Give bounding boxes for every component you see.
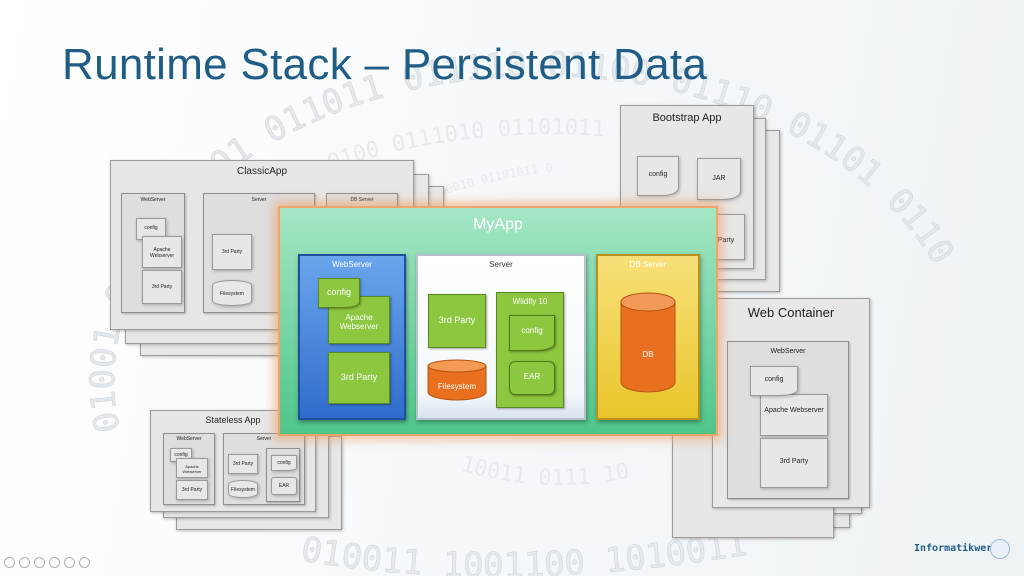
classic-webserver-label: WebServer [140, 197, 166, 203]
classic-filesystem-label: Filesystem [220, 291, 244, 297]
classic-server-3rdparty-label: 3rd Party [221, 249, 243, 255]
myapp-config-label: config [326, 287, 352, 297]
myapp-server-3rdparty-label: 3rd Party [438, 315, 476, 325]
slides-grid-icon[interactable] [49, 557, 60, 568]
myapp-db-cylinder [620, 292, 676, 393]
myapp-3rdparty-label: 3rd Party [340, 372, 378, 382]
classic-server-3rdparty: 3rd Party [212, 234, 252, 270]
web-container-box: Web Container WebServer Apache Webserver… [712, 298, 870, 508]
stateless-filesystem-label: Filesystem [231, 487, 255, 493]
classic-app-title: ClassicApp [236, 166, 288, 177]
myapp-db-server-label: DB Server [629, 260, 667, 269]
next-slide-icon[interactable] [19, 557, 30, 568]
binary-bottom2-text: 10011 0111 10 [458, 452, 631, 491]
wc-apache-box: Apache Webserver [760, 394, 828, 436]
stateless-3rdparty-label: 3rd Party [181, 487, 203, 493]
classic-filesystem: Filesystem [212, 280, 252, 306]
stateless-server-3rdparty-label: 3rd Party [232, 461, 254, 467]
stateless-webserver-box: WebServer config Apache Webserver 3rd Pa… [163, 433, 215, 505]
myapp-config-doc: config [318, 278, 360, 308]
myapp-wildfly-config-doc: config [509, 315, 555, 351]
myapp-wildfly-box: Wildfly 10 config EAR [496, 292, 564, 408]
bootstrap-app-title: Bootstrap App [652, 112, 722, 124]
wc-apache-label: Apache Webserver [764, 407, 824, 414]
logo-globe-icon [990, 539, 1010, 559]
wc-config-label: config [764, 376, 784, 383]
myapp-apache-label: Apache Webserver [339, 313, 379, 331]
myapp-db-server-box: DB Server DB [596, 254, 700, 420]
bootstrap-config-label: config [648, 171, 668, 178]
myapp-wildfly-label: Wildfly 10 [512, 297, 548, 306]
stateless-ear-box: EAR [271, 477, 297, 495]
myapp-webserver-box: WebServer Apache Webserver config 3rd Pa… [298, 254, 406, 420]
stateless-config-label: config [174, 452, 188, 458]
stateless-3rdparty-box: 3rd Party [176, 480, 208, 500]
myapp-title: MyApp [473, 216, 523, 233]
classic-3rdparty-label: 3rd Party [151, 284, 173, 290]
stateless-apache-label: Apache Webserver [182, 464, 202, 474]
bootstrap-jar-label: JAR [712, 175, 726, 182]
classic-apache-label: Apache Webserver [149, 247, 175, 259]
myapp-db-label: DB [642, 350, 654, 359]
stateless-ear-label: EAR [278, 483, 290, 489]
bootstrap-party-label: Party [717, 237, 735, 244]
stateless-config2-doc: config [271, 455, 297, 471]
stateless-filesystem: Filesystem [228, 480, 258, 498]
myapp-wildfly-config-label: config [521, 326, 543, 335]
classic-apache-box: Apache Webserver [142, 236, 182, 268]
myapp-server-box: Server 3rd Party Filesystem Wildfly 10 c… [416, 254, 586, 420]
bootstrap-app-box: Bootstrap App config JAR Party [620, 105, 754, 269]
classic-config-label: config [144, 225, 158, 231]
informatikwerk-logo: Informatikwerk [914, 543, 998, 554]
myapp-server-3rdparty-box: 3rd Party [428, 294, 486, 348]
prev-slide-icon[interactable] [4, 557, 15, 568]
stateless-webserver-label: WebServer [176, 436, 202, 442]
stateless-app-box: Stateless App WebServer config Apache We… [150, 410, 316, 512]
stateless-config2-label: config [277, 460, 291, 466]
pen-icon[interactable] [34, 557, 45, 568]
myapp-filesystem-cylinder [427, 359, 487, 401]
myapp-ear-label: EAR [523, 372, 541, 381]
classic-server-label: Server [251, 197, 267, 203]
stateless-server-box: Server 3rd Party Filesystem config EAR [223, 433, 305, 505]
stateless-server-label: Server [256, 436, 272, 442]
classic-webserver-box: WebServer config Apache Webserver 3rd Pa… [121, 193, 185, 313]
stateless-wildfly-box: config EAR [266, 448, 300, 502]
wc-config-doc: config [750, 366, 798, 396]
more-options-icon[interactable] [79, 557, 90, 568]
wc-webserver-label: WebServer [770, 348, 806, 355]
stateless-app-title: Stateless App [205, 415, 261, 425]
wc-3rdparty-box: 3rd Party [760, 438, 828, 488]
myapp-3rdparty-box: 3rd Party [328, 352, 390, 404]
myapp-filesystem-label: Filesystem [437, 382, 477, 391]
classic-3rdparty-box: 3rd Party [142, 270, 182, 304]
stateless-apache-box: Apache Webserver [176, 458, 208, 478]
zoom-icon[interactable] [64, 557, 75, 568]
wc-webserver-box: WebServer Apache Webserver config 3rd Pa… [727, 341, 849, 499]
classic-db-label: DB Server [350, 197, 374, 203]
svg-text:10011 0111 10: 10011 0111 10 [458, 452, 631, 491]
stateless-server-3rdparty: 3rd Party [228, 454, 258, 474]
bootstrap-jar-doc: JAR [697, 158, 741, 200]
logo-text: Informatikwerk [914, 543, 999, 554]
page-title: Runtime Stack – Persistent Data [62, 40, 708, 89]
myapp-box: MyApp WebServer Apache Webserver config … [278, 206, 718, 436]
wc-3rdparty-label: 3rd Party [779, 458, 809, 465]
bootstrap-config-doc: config [637, 156, 679, 196]
myapp-ear-box: EAR [509, 361, 555, 395]
myapp-webserver-label: WebServer [332, 260, 372, 269]
classic-config-doc: config [136, 218, 166, 240]
myapp-server-label: Server [489, 260, 513, 269]
web-container-title: Web Container [747, 305, 835, 320]
